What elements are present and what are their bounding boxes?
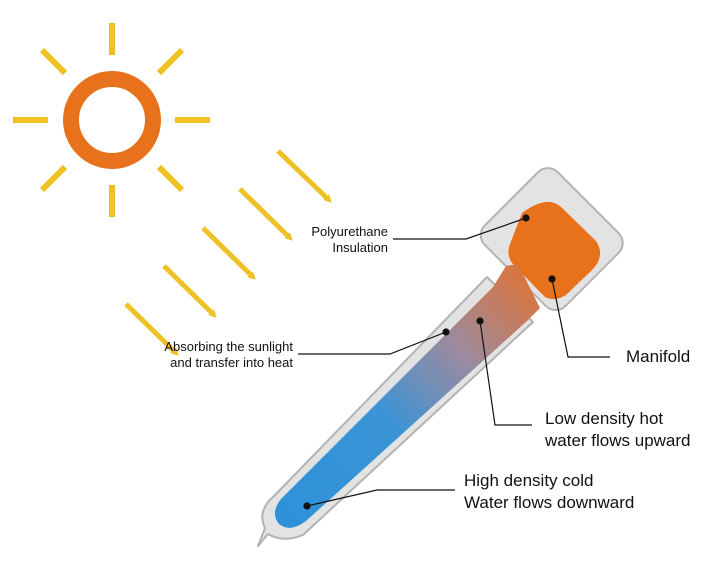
low-density-label: Low density hot water flows upward (545, 408, 691, 452)
insulation-label-line1: Polyurethane (311, 224, 388, 239)
absorbing-label: Absorbing the sunlight and transfer into… (164, 339, 293, 371)
manifold-label-text: Manifold (626, 347, 691, 366)
leader-lines (298, 214, 610, 510)
manifold-leader (551, 278, 610, 358)
low-density-leader (479, 320, 532, 426)
tube-water (274, 264, 540, 528)
high-density-leader (306, 489, 455, 507)
sunlight-arrow-icon (276, 149, 332, 203)
sunlight-arrow-icon (201, 226, 256, 280)
sunlight-arrow-icon (238, 187, 293, 241)
sunlight-arrow-icon (124, 302, 179, 356)
high-density-leader-dot (303, 502, 311, 510)
high-density-label-line2: Water flows downward (464, 493, 635, 512)
absorbing-label-line2: and transfer into heat (170, 355, 293, 370)
low-density-label-line2: water flows upward (545, 431, 691, 450)
high-density-label: High density cold Water flows downward (464, 470, 634, 514)
insulation-leader-dot (522, 214, 530, 222)
sun-icon (13, 23, 210, 217)
manifold-water (508, 201, 601, 300)
absorbing-label-line1: Absorbing the sunlight (164, 339, 293, 354)
insulation-label-line2: Insulation (332, 240, 388, 255)
high-density-label-line1: High density cold (464, 471, 594, 490)
manifold-leader-dot (548, 275, 556, 283)
manifold-label: Manifold (626, 346, 690, 368)
low-density-leader-dot (476, 317, 484, 325)
sunlight-arrow-icon (162, 264, 217, 318)
insulation-leader (393, 217, 527, 240)
low-density-label-line1: Low density hot (545, 409, 664, 428)
sunlight-arrows (124, 149, 332, 356)
absorbing-leader (298, 331, 447, 355)
absorbing-leader-dot (442, 328, 450, 336)
insulation-label: Polyurethane Insulation (311, 224, 388, 256)
